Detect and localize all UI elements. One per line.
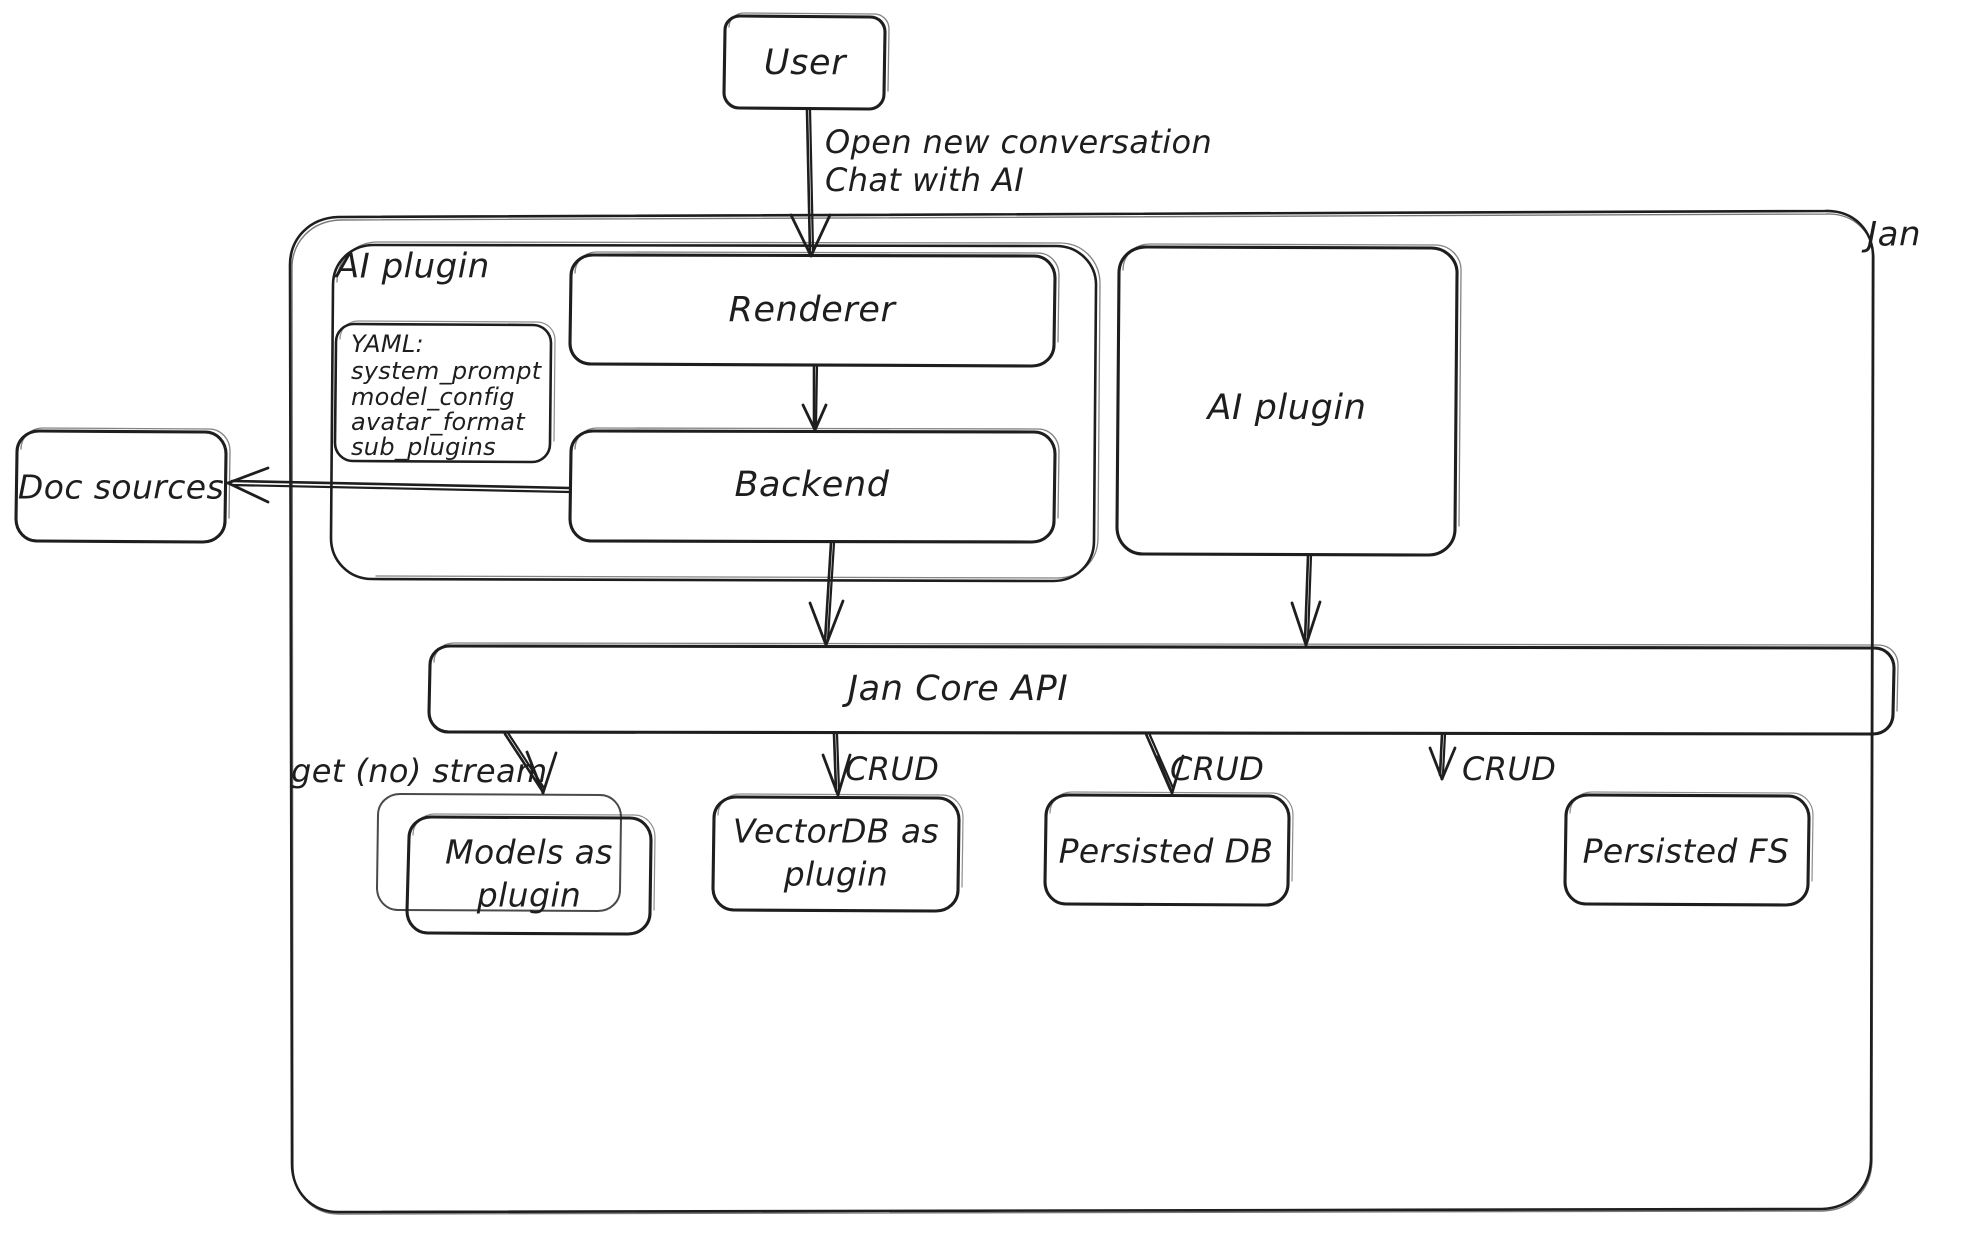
edge-jan-core-api-to-vectordb-plugin: CRUD <box>821 732 939 797</box>
edge-label-chat-with-ai: Chat with AI <box>825 161 1024 199</box>
renderer-node[interactable]: Renderer <box>568 251 1060 368</box>
edge-label-get-no-stream: get (no) stream <box>291 752 548 790</box>
edge-backend-to-jan-core-api <box>808 541 845 647</box>
yaml-config-card[interactable]: YAML: system_prompt model_config avatar_… <box>333 320 556 464</box>
models-plugin-node[interactable]: Models as plugin <box>376 793 656 936</box>
doc-sources-node[interactable]: Doc sources <box>14 427 231 544</box>
ai-plugin-right-label: AI plugin <box>1205 388 1366 428</box>
jan-container-label: Jan <box>1861 215 1921 255</box>
ai-plugin-group[interactable]: AI plugin <box>329 241 1101 583</box>
doc-sources-label: Doc sources <box>18 468 224 507</box>
backend-node-label: Backend <box>734 465 889 505</box>
edge-ai-plugin-right-to-jan-core-api <box>1290 554 1322 647</box>
edge-label-crud-persisted-db: CRUD <box>1170 750 1264 788</box>
jan-core-api-node[interactable]: Jan Core API <box>427 642 1899 736</box>
renderer-node-label: Renderer <box>729 290 898 330</box>
ai-plugin-group-label: AI plugin <box>334 247 490 287</box>
persisted-db-node[interactable]: Persisted DB <box>1043 791 1294 907</box>
edge-label-crud-vectordb: CRUD <box>845 750 939 788</box>
persisted-fs-label: Persisted FS <box>1583 832 1790 871</box>
edge-jan-core-api-to-persisted-db: CRUD <box>1144 731 1264 795</box>
vectordb-plugin-node[interactable]: VectorDB as plugin <box>711 793 964 913</box>
backend-node[interactable]: Backend <box>568 427 1060 544</box>
vectordb-plugin-label-line1: VectorDB as <box>733 812 939 851</box>
persisted-db-label: Persisted DB <box>1059 832 1274 871</box>
jan-core-api-label: Jan Core API <box>842 669 1069 709</box>
edge-jan-core-api-to-models-plugin: get (no) stream <box>291 731 558 795</box>
yaml-key-avatar-format: avatar_format <box>351 408 526 436</box>
edge-label-open-new-conversation: Open new conversation <box>825 123 1212 161</box>
edge-jan-core-api-to-persisted-fs: CRUD <box>1428 732 1556 788</box>
edge-user-to-renderer: Open new conversation Chat with AI <box>789 106 1212 258</box>
persisted-fs-node[interactable]: Persisted FS <box>1563 791 1814 907</box>
yaml-key-sub-plugins: sub_plugins <box>351 433 496 461</box>
ai-plugin-right-node[interactable]: AI plugin <box>1115 243 1462 557</box>
models-plugin-label-line2: plugin <box>476 876 581 915</box>
edge-renderer-to-backend <box>801 364 828 432</box>
jan-container[interactable]: Jan <box>288 209 1921 1215</box>
yaml-key-model-config: model_config <box>351 383 515 411</box>
user-node[interactable]: User <box>722 12 890 111</box>
vectordb-plugin-label-line2: plugin <box>783 855 888 894</box>
edge-label-crud-persisted-fs: CRUD <box>1462 750 1556 788</box>
edge-backend-to-doc-sources <box>226 466 572 504</box>
user-node-label: User <box>764 43 848 83</box>
yaml-key-system-prompt: system_prompt <box>351 357 543 385</box>
models-plugin-label-line1: Models as <box>445 833 613 872</box>
yaml-header-label: YAML: <box>351 330 424 358</box>
